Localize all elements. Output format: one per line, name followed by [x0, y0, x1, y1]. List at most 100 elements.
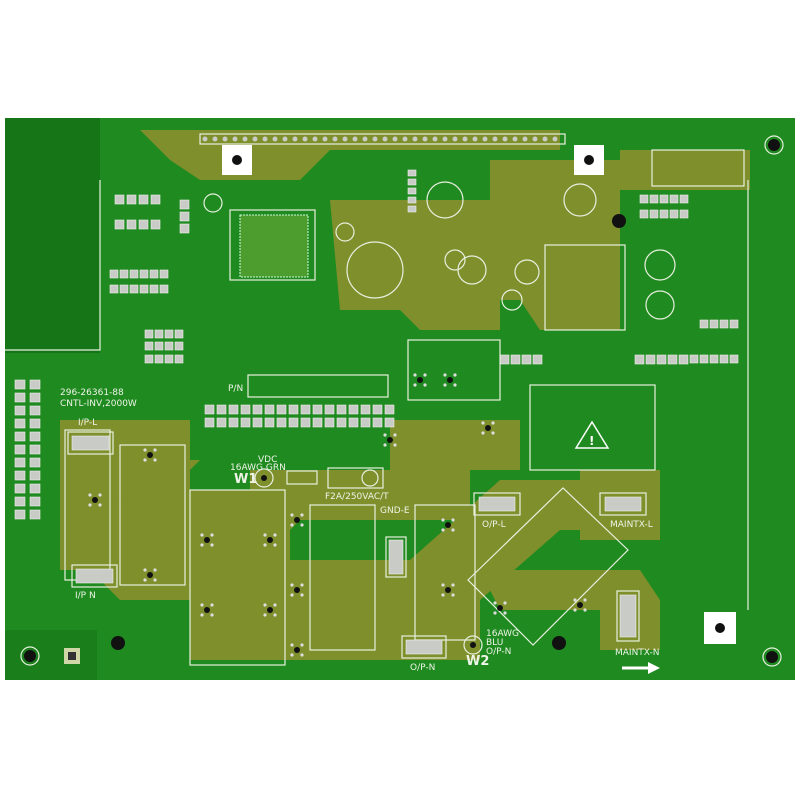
- smd-pad: [348, 404, 359, 415]
- header-pin: [422, 136, 428, 142]
- smd-pad: [164, 329, 174, 339]
- smd-pad: [719, 319, 729, 329]
- relay-outline: [407, 339, 501, 401]
- inductor-outline: [544, 244, 626, 331]
- smd-pad: [144, 354, 154, 364]
- capacitors: [203, 181, 676, 320]
- header-pin: [502, 136, 508, 142]
- smd-pad: [634, 354, 645, 365]
- smd-pad: [324, 417, 335, 428]
- part-number-label: 296-26361-88: [60, 388, 124, 398]
- smd-pad: [29, 496, 41, 507]
- smd-pad: [126, 194, 137, 205]
- smd-pad: [678, 354, 689, 365]
- w2-wire-label-2: BLU: [486, 638, 503, 648]
- smd-pad: [252, 404, 263, 415]
- header-pin: [282, 136, 288, 142]
- smd-pad: [129, 269, 139, 279]
- smd-pad: [144, 329, 154, 339]
- w2-terminal[interactable]: [463, 635, 483, 655]
- via: [147, 452, 153, 458]
- smd-pad: [14, 418, 26, 429]
- smd-pad: [659, 194, 669, 204]
- smd-pad: [29, 379, 41, 390]
- pn-box: [247, 374, 389, 398]
- smd-pad: [510, 354, 521, 365]
- smd-pad: [150, 194, 161, 205]
- smd-pad: [14, 509, 26, 520]
- smd-pad: [126, 219, 137, 230]
- header-pin: [372, 136, 378, 142]
- op-n-label: O/P-N: [410, 663, 435, 673]
- smd-pad: [729, 354, 739, 364]
- header-pin: [452, 136, 458, 142]
- maintx-n-label: MAINTX-N: [615, 648, 660, 658]
- smd-pad: [264, 404, 275, 415]
- via: [267, 537, 273, 543]
- via: [294, 647, 300, 653]
- fuse-holder: [327, 467, 384, 489]
- smd-pad: [639, 194, 649, 204]
- heatsink-outline: [529, 384, 656, 471]
- smd-pad: [276, 404, 287, 415]
- smd-pad: [174, 354, 184, 364]
- smd-pad: [138, 194, 149, 205]
- through-holes: [88, 373, 587, 657]
- header-pin: [212, 136, 218, 142]
- smd-pad: [300, 404, 311, 415]
- header-pin: [552, 136, 558, 142]
- smd-pad: [384, 404, 395, 415]
- header-pin: [202, 136, 208, 142]
- smd-pad: [228, 404, 239, 415]
- smd-pad: [174, 341, 184, 351]
- smd-pad: [14, 379, 26, 390]
- w1-terminal[interactable]: [254, 468, 274, 488]
- left-step-area: [5, 118, 100, 353]
- smd-pad: [532, 354, 543, 365]
- smd-pad: [29, 418, 41, 429]
- header-pin: [332, 136, 338, 142]
- smd-pad: [29, 483, 41, 494]
- top-header-outline: [199, 133, 566, 145]
- smd-pad: [669, 209, 679, 219]
- smd-pad: [689, 354, 699, 364]
- smd-pad: [14, 405, 26, 416]
- via: [267, 607, 273, 613]
- header-pin: [462, 136, 468, 142]
- smd-pad: [119, 284, 129, 294]
- w2-wire-label-3: O/P-N: [486, 647, 511, 657]
- smd-pad: [276, 417, 287, 428]
- filter-cap-outline: [119, 444, 186, 586]
- smd-pad: [14, 431, 26, 442]
- via: [485, 425, 491, 431]
- smd-pad: [645, 354, 656, 365]
- via: [447, 377, 453, 383]
- left-edge-outline: [5, 180, 101, 351]
- smd-pad: [29, 509, 41, 520]
- smd-pad: [288, 404, 299, 415]
- top-header-pins: [202, 136, 558, 142]
- smd-pad: [159, 284, 169, 294]
- header-pin: [532, 136, 538, 142]
- header-pin: [242, 136, 248, 142]
- smd-pad: [149, 284, 159, 294]
- header-pin: [352, 136, 358, 142]
- header-pin: [322, 136, 328, 142]
- svg-text:!: !: [589, 434, 594, 448]
- smd-pad: [639, 209, 649, 219]
- smd-pad: [29, 444, 41, 455]
- header-pin: [262, 136, 268, 142]
- header-pin: [252, 136, 258, 142]
- smd-pad: [14, 457, 26, 468]
- header-pin: [382, 136, 388, 142]
- smd-pad: [407, 187, 417, 195]
- via: [387, 437, 393, 443]
- w1-label: W1: [234, 472, 257, 487]
- smd-pad: [109, 269, 119, 279]
- smd-pad: [154, 354, 164, 364]
- header-pin: [222, 136, 228, 142]
- smd-pad: [499, 354, 510, 365]
- smd-pad: [164, 354, 174, 364]
- bottom-left-notch: [5, 630, 97, 680]
